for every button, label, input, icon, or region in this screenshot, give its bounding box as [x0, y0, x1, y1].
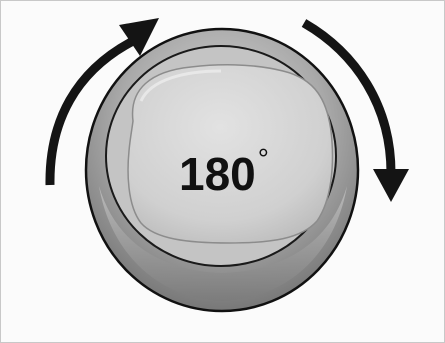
- dial-value: 180: [179, 148, 256, 200]
- dial-value-label: 180°: [179, 129, 299, 189]
- degree-symbol: °: [258, 143, 269, 174]
